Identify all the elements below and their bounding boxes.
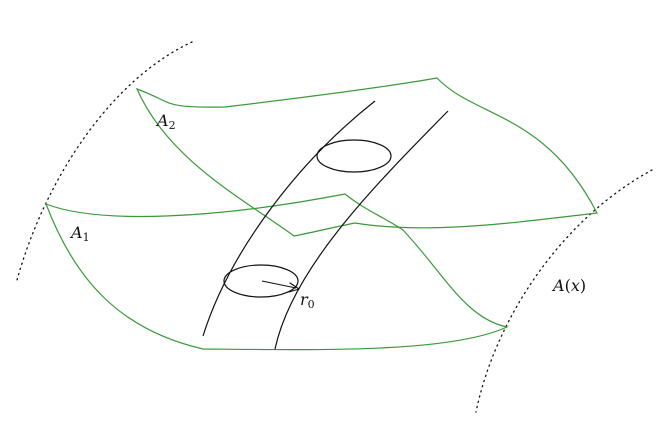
- label-a-of-x: A(x): [553, 276, 587, 295]
- radius-arrowhead: [288, 282, 300, 293]
- label-a2: A2: [157, 111, 176, 132]
- label-r0: r0: [300, 290, 315, 311]
- upper-cross-section: [316, 139, 392, 173]
- tube-right-edge: [274, 110, 449, 350]
- surface-a1: [44, 193, 509, 351]
- radius-arrow-shaft: [261, 280, 297, 289]
- left-dotted-arc: [16, 41, 193, 281]
- lower-cross-section: [223, 264, 299, 298]
- right-dotted-arc: [475, 169, 653, 413]
- tube-left-edge: [202, 100, 376, 337]
- surface-a2: [135, 77, 598, 237]
- label-a1: A1: [71, 223, 90, 244]
